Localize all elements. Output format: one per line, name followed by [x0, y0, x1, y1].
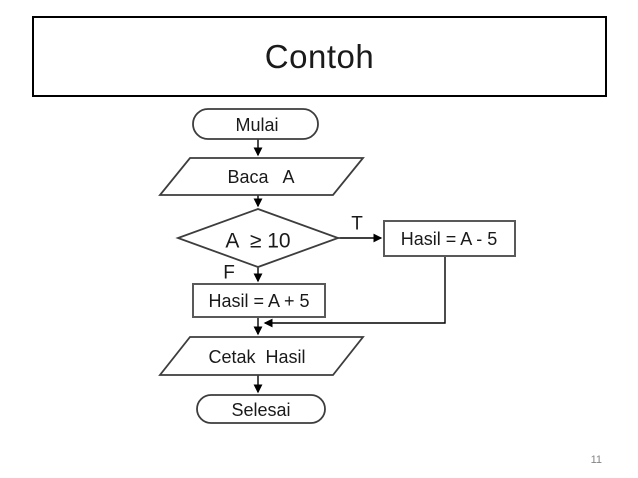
start-terminator-label: Mulai — [235, 115, 278, 135]
decision-diamond — [175, 208, 341, 268]
print-output-label: Cetak Hasil — [208, 347, 305, 367]
print-output-parallelogram — [158, 336, 365, 376]
end-terminator-shape — [196, 394, 326, 424]
end-terminator-label: Selesai — [231, 400, 290, 420]
slide-title: Contoh — [264, 37, 375, 75]
process-true-label: Hasil = A - 5 — [401, 229, 498, 249]
process-false-box — [192, 283, 326, 318]
process-false-label: Hasil = A + 5 — [208, 291, 309, 311]
slide-title-box: Contoh — [32, 16, 607, 97]
branch-false-label: F — [223, 263, 235, 284]
read-input-label: Baca A — [227, 167, 294, 187]
page-number: 11 — [590, 454, 602, 466]
start-terminator-shape — [192, 108, 319, 140]
process-true-box — [383, 220, 516, 257]
decision-label: A ≥ 10 — [225, 230, 290, 253]
branch-true-label: T — [351, 214, 363, 235]
connector-true-branch-merge — [263, 256, 446, 328]
read-input-parallelogram — [158, 157, 365, 196]
